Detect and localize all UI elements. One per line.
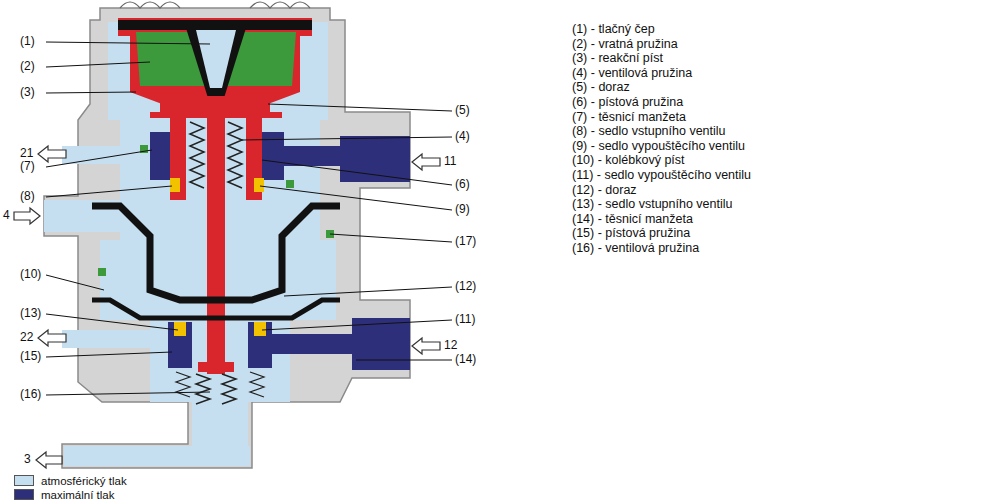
callout-number: (16) — [20, 388, 41, 402]
part-key-entry: (1) - tlačný čep — [572, 22, 655, 36]
part-key-entry: (4) - ventilová pružina — [572, 66, 692, 80]
callout-number: (9) — [455, 203, 470, 217]
callout-number: (17) — [455, 235, 476, 249]
part-key-entry: (3) - reakční píst — [572, 51, 663, 65]
port-number: 11 — [444, 155, 456, 169]
legend-text: atmosférický tlak — [41, 475, 127, 487]
callout-number: (15) — [20, 350, 41, 364]
part-key-entry: (14) - těsnicí manžeta — [572, 212, 693, 226]
callout-number: (3) — [20, 86, 35, 100]
part-key-entry: (7) - těsnicí manžeta — [572, 110, 686, 124]
part-key-entry: (15) - pístová pružina — [572, 226, 690, 240]
callout-number: (13) — [20, 307, 41, 321]
part-key-entry: (8) - sedlo vstupního ventilu — [572, 124, 726, 138]
part-key-entry: (9) - sedlo vypouštěcího ventilu — [572, 139, 745, 153]
part-key-entry: (16) - ventilová pružina — [572, 241, 699, 255]
callout-number: (12) — [455, 280, 476, 294]
legend-swatch — [14, 475, 34, 486]
legend-row: maximální tlak — [14, 488, 115, 501]
callout-number: (6) — [455, 178, 470, 192]
part-key-entry: (6) - pístová pružina — [572, 95, 683, 109]
part-key-entry: (2) - vratná pružina — [572, 37, 678, 51]
callout-number: (4) — [455, 130, 470, 144]
callout-number: (8) — [20, 190, 35, 204]
port-number: 4 — [3, 209, 10, 223]
port-number: 21 — [20, 147, 33, 161]
callout-number: (5) — [455, 104, 470, 118]
part-key-entry: (11) - sedlo vypouštěcího ventilu — [572, 168, 751, 182]
callout-number: (11) — [455, 313, 475, 327]
legend-swatch — [14, 489, 34, 500]
callout-number: (7) — [20, 160, 35, 174]
callout-number: (10) — [20, 268, 41, 282]
legend-row: atmosférický tlak — [14, 474, 127, 487]
port-number: 12 — [444, 339, 457, 353]
callout-number: (14) — [455, 353, 476, 367]
callout-number: (2) — [20, 60, 35, 74]
part-key-entry: (12) - doraz — [572, 183, 637, 197]
port-number: 22 — [20, 331, 33, 345]
callout-number: (1) — [20, 35, 35, 49]
part-key-entry: (10) - kolébkový píst — [572, 153, 685, 167]
part-key-entry: (13) - sedlo vstupního ventilu — [572, 197, 733, 211]
port-number: 3 — [24, 453, 31, 467]
legend-text: maximální tlak — [41, 489, 115, 501]
part-key-entry: (5) - doraz — [572, 80, 630, 94]
